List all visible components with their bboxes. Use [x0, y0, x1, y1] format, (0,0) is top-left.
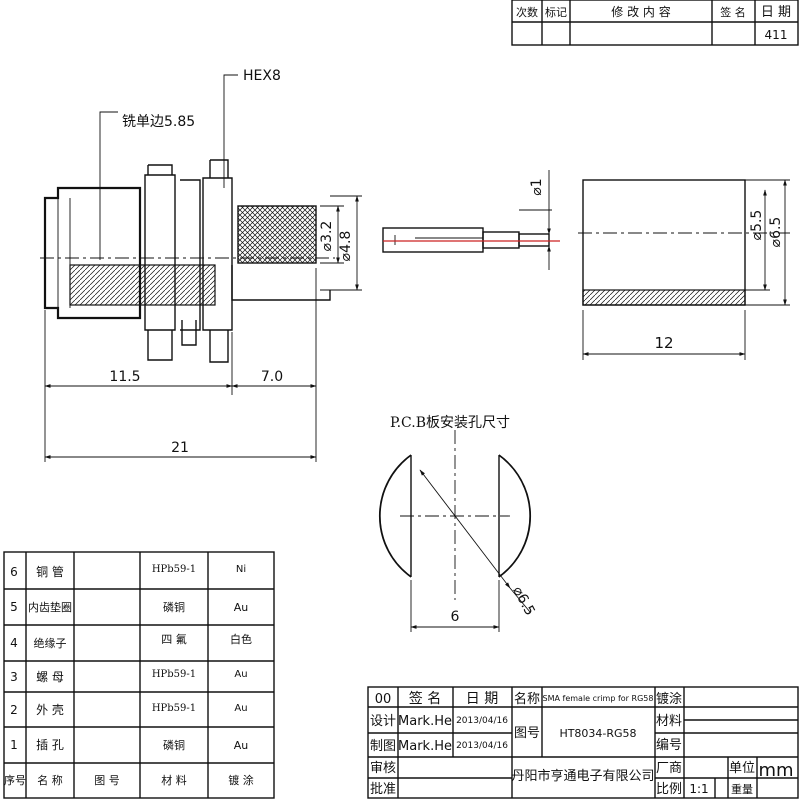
- tb-approve-label: 批准: [370, 782, 396, 797]
- svg-text:内齿垫圈: 内齿垫圈: [28, 600, 72, 614]
- bom-row: 4 绝缘子 四 氟 白色: [10, 632, 252, 650]
- crimp-ferrule-view: ⌀5.5 ⌀6.5 12: [578, 179, 790, 360]
- tb-name-value: SMA female crimp for RG58: [543, 694, 654, 703]
- bom-table: 6 铜 管 HPb59-1 Ni 5 内齿垫圈 磷铜 Au 4 绝缘子 四 氟 …: [3, 551, 275, 799]
- pcb-width-label: 6: [451, 609, 460, 625]
- hex-label: HEX8: [243, 68, 281, 84]
- svg-text:Au: Au: [234, 601, 249, 614]
- bom-row: 6 铜 管 HPb59-1 Ni: [10, 564, 246, 579]
- tb-weight-label: 重量: [731, 782, 753, 796]
- tb-material-label: 材料: [656, 714, 682, 729]
- tb-scale: 1:1: [689, 782, 708, 796]
- svg-text:Au: Au: [234, 739, 249, 752]
- d65-label: ⌀6.5: [768, 217, 784, 248]
- svg-text:插 孔: 插 孔: [36, 738, 64, 752]
- svg-text:序号: 序号: [4, 773, 26, 787]
- svg-text:镀 涂: 镀 涂: [228, 773, 254, 787]
- len-12-label: 12: [654, 334, 673, 352]
- rev-value: 411: [765, 28, 788, 42]
- revision-table: 次数 标记 修 改 内 容 签 名 日 期 411: [511, 0, 799, 46]
- tb-unit: mm: [758, 760, 793, 781]
- d32-label: ⌀3.2: [319, 221, 335, 252]
- tb-drawn-label: 制图: [370, 739, 396, 754]
- svg-text:磷铜: 磷铜: [163, 600, 185, 614]
- pcb-title: P.C.B板安装孔尺寸: [390, 415, 510, 431]
- pcb-dia-label: ⌀6.5: [509, 584, 538, 619]
- rev-header-no: 次数: [516, 5, 538, 19]
- svg-text:5: 5: [10, 600, 18, 614]
- svg-text:Au: Au: [234, 669, 247, 680]
- connector-side-view: HEX8 铣单边5.85 ⌀3.2 ⌀4.8 11.5 7.0 21: [40, 68, 362, 462]
- bom-row: 5 内齿垫圈 磷铜 Au: [10, 600, 248, 614]
- rev-header-mark: 标记: [545, 5, 567, 19]
- tb-design-date: 2013/04/16: [456, 716, 508, 726]
- bom-row: 1 插 孔 磷铜 Au: [10, 738, 248, 752]
- mill-flat-label: 铣单边5.85: [122, 114, 195, 130]
- pcb-hole-view: P.C.B板安装孔尺寸 ⌀6.5 6: [378, 415, 538, 632]
- svg-text:白色: 白色: [230, 632, 252, 646]
- svg-text:2: 2: [10, 703, 18, 717]
- tb-drawn-by: Mark.He: [398, 739, 452, 754]
- tb-number-label: 编号: [656, 738, 682, 753]
- tb-name-label: 名称: [514, 691, 540, 707]
- svg-text:名 称: 名 称: [37, 773, 63, 787]
- svg-text:外 壳: 外 壳: [36, 703, 64, 717]
- d1-label: ⌀1: [529, 178, 545, 195]
- svg-text:4: 4: [10, 636, 18, 650]
- tb-factory-label: 厂商: [656, 761, 682, 776]
- tb-unit-label: 单位: [729, 761, 755, 776]
- tb-drawing-no: HT8034-RG58: [559, 727, 636, 740]
- rev-header-date: 日 期: [761, 5, 791, 20]
- svg-text:3: 3: [10, 670, 18, 684]
- svg-text:1: 1: [10, 738, 18, 752]
- len-21-label: 21: [171, 440, 189, 456]
- tb-date-label: 日 期: [466, 691, 498, 707]
- tb-drawing-no-label: 图号: [514, 726, 540, 741]
- rev-header-sign: 签 名: [720, 5, 746, 19]
- center-pin-view: ⌀1: [382, 170, 560, 270]
- tb-check-label: 审核: [370, 761, 396, 776]
- svg-text:6: 6: [10, 565, 18, 579]
- len-7-0-label: 7.0: [261, 369, 283, 385]
- svg-text:磷铜: 磷铜: [163, 738, 185, 752]
- svg-text:HPb59-1: HPb59-1: [152, 703, 196, 714]
- svg-text:铜 管: 铜 管: [36, 564, 64, 579]
- svg-text:图 号: 图 号: [94, 774, 120, 787]
- bom-row: 2 外 壳 HPb59-1 Au: [10, 703, 247, 717]
- bom-row: 3 螺 母 HPb59-1 Au: [10, 669, 247, 684]
- title-block: 00 签 名 日 期 名称 SMA female crimp for RG58 …: [367, 686, 799, 799]
- rev-header-content: 修 改 内 容: [611, 4, 670, 19]
- tb-scale-label: 比例: [656, 782, 682, 797]
- svg-text:HPb59-1: HPb59-1: [152, 669, 196, 680]
- tb-company: 丹阳市亨通电子有限公司: [511, 768, 654, 784]
- bom-header-row: 序号 名 称 图 号 材 料 镀 涂: [4, 773, 254, 787]
- tb-design-label: 设计: [370, 714, 396, 729]
- tb-sign-label: 签 名: [409, 690, 441, 707]
- len-11-5-label: 11.5: [109, 369, 140, 385]
- svg-text:Au: Au: [234, 703, 247, 714]
- svg-text:Ni: Ni: [236, 564, 246, 575]
- tb-plating-label: 镀涂: [656, 691, 682, 707]
- svg-text:HPb59-1: HPb59-1: [152, 564, 196, 575]
- svg-text:绝缘子: 绝缘子: [34, 636, 67, 650]
- d55-label: ⌀5.5: [749, 210, 765, 241]
- d48-label: ⌀4.8: [338, 231, 354, 262]
- svg-text:材 料: 材 料: [161, 773, 187, 787]
- svg-text:四 氟: 四 氟: [161, 633, 187, 646]
- svg-text:螺 母: 螺 母: [36, 670, 64, 684]
- tb-drawn-date: 2013/04/16: [456, 741, 508, 751]
- tb-design-by: Mark.He: [398, 714, 452, 729]
- tb-corner: 00: [375, 692, 392, 707]
